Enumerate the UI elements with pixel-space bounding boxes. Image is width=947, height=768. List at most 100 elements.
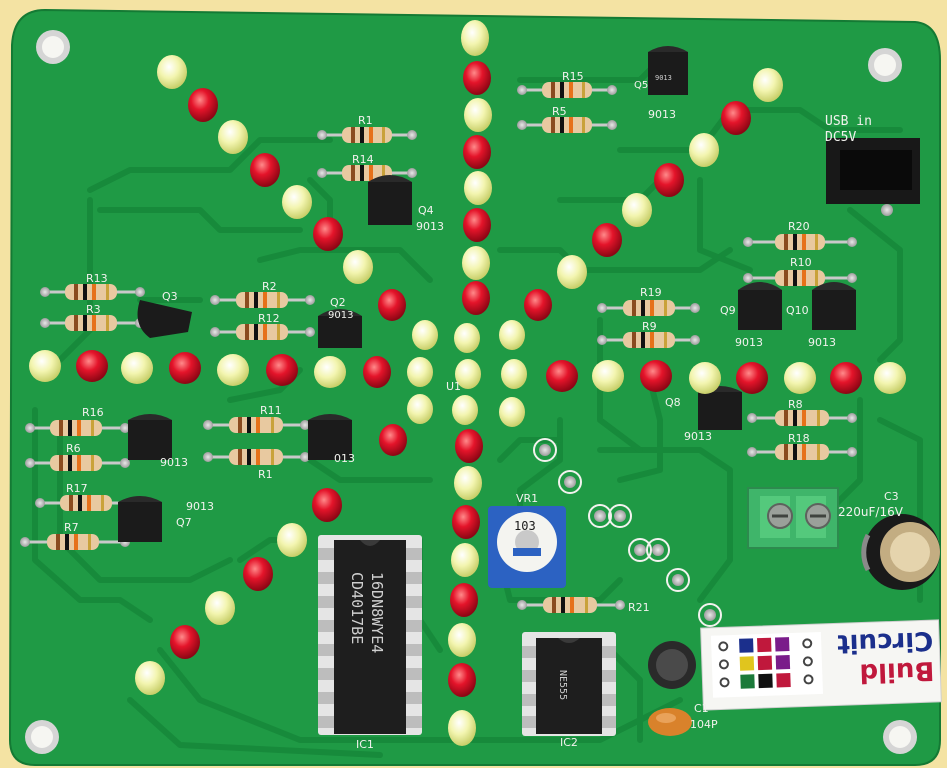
transistor-q1	[308, 414, 352, 460]
logo-text-circuit: Circuit	[837, 625, 934, 658]
test-pad	[533, 438, 557, 462]
label-q10: Q10	[786, 304, 809, 317]
test-pad	[558, 470, 582, 494]
build-circuit-logo: Circuit Build	[700, 619, 942, 711]
led-red	[654, 163, 684, 197]
label-usb-in: USB in	[825, 114, 872, 129]
label-q9-part: 9013	[735, 336, 763, 349]
terminal-block	[747, 487, 839, 549]
logo-text-build: Build	[859, 655, 935, 688]
label-r19: R19	[640, 286, 662, 299]
led-yellow	[689, 133, 719, 167]
ic1-chip: 16DN8WYE4 CD4017BE	[318, 535, 422, 735]
led-red	[363, 356, 391, 388]
resistor-r18	[747, 444, 857, 460]
label-q8: Q8	[665, 396, 681, 409]
resistor-r5	[517, 117, 617, 133]
led-yellow	[784, 362, 816, 394]
resistor-r15	[517, 82, 617, 98]
label-q3: Q3	[162, 290, 178, 303]
led-yellow	[343, 250, 373, 284]
label-r11: R11	[260, 404, 282, 417]
led-red	[452, 505, 480, 539]
led-red	[462, 281, 490, 315]
led-red	[640, 360, 672, 392]
label-c1-value: 104P	[690, 718, 718, 731]
capacitor-c3	[861, 514, 940, 590]
led-red	[448, 663, 476, 697]
led-red	[250, 153, 280, 187]
resistor-r11	[203, 417, 310, 433]
led-yellow	[314, 356, 346, 388]
label-r13: R13	[86, 272, 108, 285]
transistor-q4	[368, 175, 412, 225]
resistor-r1-lower	[203, 449, 310, 465]
led-yellow	[557, 255, 587, 289]
label-c3: C3	[884, 490, 899, 503]
led-red	[76, 350, 108, 382]
led-yellow	[689, 362, 721, 394]
led-yellow	[454, 323, 480, 353]
resistor-r16	[25, 420, 130, 436]
led-red	[455, 429, 483, 463]
label-q7: Q7	[176, 516, 192, 529]
resistor-r20	[743, 234, 857, 250]
mounting-hole	[868, 48, 902, 82]
label-r14: R14	[352, 153, 374, 166]
label-r1-lower: R1	[258, 468, 273, 481]
ic2-chip: NE555	[522, 632, 616, 736]
led-yellow	[464, 98, 492, 132]
transistor-q7	[118, 496, 162, 542]
label-q2: Q2	[330, 296, 346, 309]
led-yellow	[622, 193, 652, 227]
led-red	[463, 61, 491, 95]
label-q9: Q9	[720, 304, 736, 317]
label-q2-part: 9013	[328, 310, 353, 321]
led-red	[169, 352, 201, 384]
test-pad	[588, 504, 612, 528]
led-yellow	[455, 359, 481, 389]
label-r16: R16	[82, 406, 104, 419]
transistor-q9	[738, 282, 782, 330]
label-r15: R15	[562, 70, 584, 83]
led-red	[463, 135, 491, 169]
led-red	[312, 488, 342, 522]
led-red	[243, 557, 273, 591]
label-r10: R10	[790, 256, 812, 269]
capacitor-c1	[648, 708, 692, 736]
test-pad	[666, 568, 690, 592]
label-r9: R9	[642, 320, 657, 333]
transistor-q3	[137, 300, 192, 338]
label-q4-part: 9013	[416, 220, 444, 233]
led-yellow	[135, 661, 165, 695]
led-yellow	[277, 523, 307, 557]
led-yellow	[157, 55, 187, 89]
label-r21: R21	[628, 601, 650, 614]
label-r20: R20	[788, 220, 810, 233]
led-red	[378, 289, 406, 321]
led-yellow	[464, 171, 492, 205]
led-yellow	[592, 360, 624, 392]
resistor-r21	[517, 597, 625, 613]
led-red	[450, 583, 478, 617]
led-yellow	[448, 710, 476, 746]
transistor-q10	[812, 282, 856, 330]
label-r2: R2	[262, 280, 277, 293]
resistor-r14	[317, 165, 417, 181]
led-red	[524, 289, 552, 321]
led-red	[379, 424, 407, 456]
usb-connector	[826, 138, 920, 216]
led-yellow	[412, 320, 438, 350]
transistor-q5: 9013	[648, 46, 688, 95]
mounting-holes	[25, 30, 917, 754]
resistor-r8	[747, 410, 857, 426]
led-red	[830, 362, 862, 394]
resistor-r13	[40, 284, 145, 300]
led-red	[592, 223, 622, 257]
label-r3: R3	[86, 303, 101, 316]
led-yellow	[874, 362, 906, 394]
led-yellow	[217, 354, 249, 386]
test-pads	[533, 438, 722, 627]
led-yellow	[499, 397, 525, 427]
